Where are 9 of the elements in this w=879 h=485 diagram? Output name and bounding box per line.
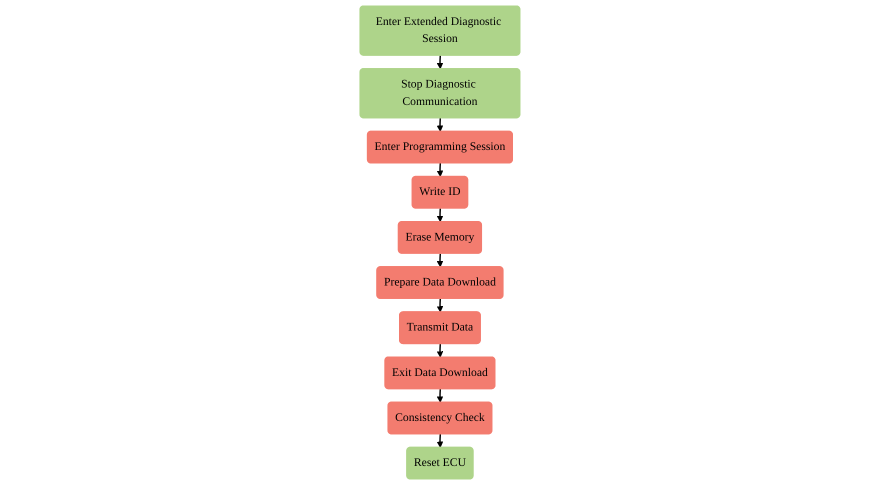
- arrow: [436, 163, 443, 177]
- arrow: [436, 208, 443, 222]
- arrow: [436, 344, 443, 358]
- arrow: [436, 434, 443, 448]
- arrow: [436, 56, 443, 70]
- arrow: [436, 118, 443, 132]
- arrow: [436, 254, 443, 268]
- arrow: [436, 389, 443, 403]
- arrow: [436, 298, 443, 312]
